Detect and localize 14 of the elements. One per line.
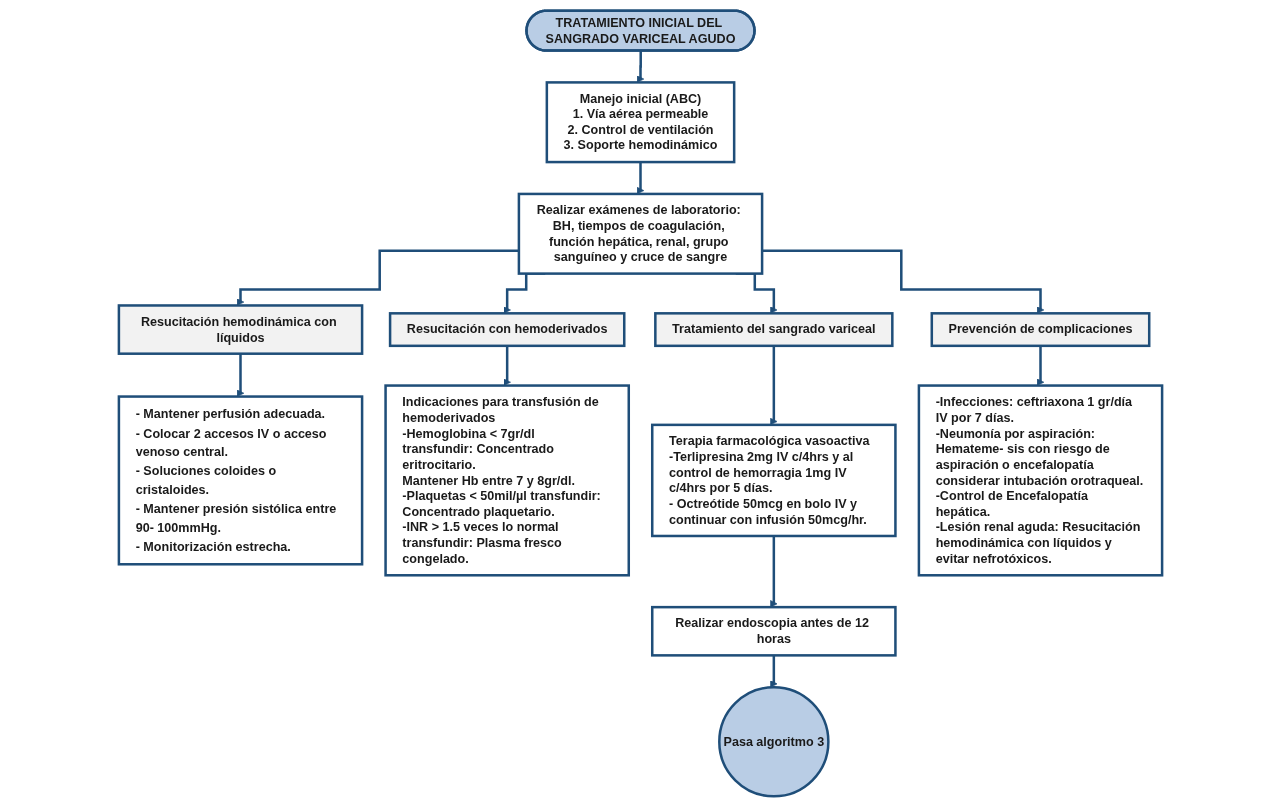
node-box: Realizar exámenes de laboratorio: BH, tiempos de coagulación, función hepática, renal, grupo sanguíneo y cruce de sangre	[517, 192, 764, 275]
node-box: Resucitación hemodinámica con líquidos	[117, 304, 364, 355]
node-box: Terapia farmacológica vasoactiva -Terlipresina 2mg IV c/4hrs y al control de hemorragia 1mg IV c/4hrs por 5 días. - Octreótide 50mcg en bolo IV y continuar con infusión 50mcg/hr.	[651, 423, 897, 538]
node-box: Tratamiento del sangrado variceal	[654, 312, 894, 348]
node-box: -Infecciones: ceftriaxona 1 gr/día IV por 7 días. -Neumonía por aspiración: Hemateme- sis con riesgo de aspiración o encefalopatía considerar intubación orotraqueal. -Control de Encefalopatía hepática. -Lesión renal aguda: Resucitación hemodinámica con líquidos y evitar nefrotóxicos.	[917, 384, 1164, 577]
node-box: - Mantener perfusión adecuada. - Colocar 2 accesos IV o acceso venoso central. - Soluciones coloides o cristaloides. - Mantener presión sistólica entre 90- 100mmHg. - Monitorización estrecha.	[117, 395, 364, 566]
node-circle: Pasa algoritmo 3	[718, 686, 830, 798]
node-box: Manejo inicial (ABC) 1. Vía aérea permeable 2. Control de ventilación 3. Soporte hemodinámico	[545, 81, 736, 164]
arrow	[762, 249, 1045, 314]
node-box: Realizar endoscopia antes de 12 horas	[651, 605, 897, 657]
arrow	[236, 249, 519, 306]
node-box: Prevención de complicaciones	[930, 312, 1151, 348]
node-box: Indicaciones para transfusión de hemoderivados -Hemoglobina < 7gr/dl transfundir: Concentrado eritrocitario. Mantener Hb entre 7 y 8gr/dl. -Plaquetas < 50mil/µl transfundir: Concentrado plaquetario. -INR > 1.5 veces lo normal transfundir: Plasma fresco congelado.	[384, 384, 630, 577]
node-box: Resucitación con hemoderivados	[388, 312, 626, 348]
